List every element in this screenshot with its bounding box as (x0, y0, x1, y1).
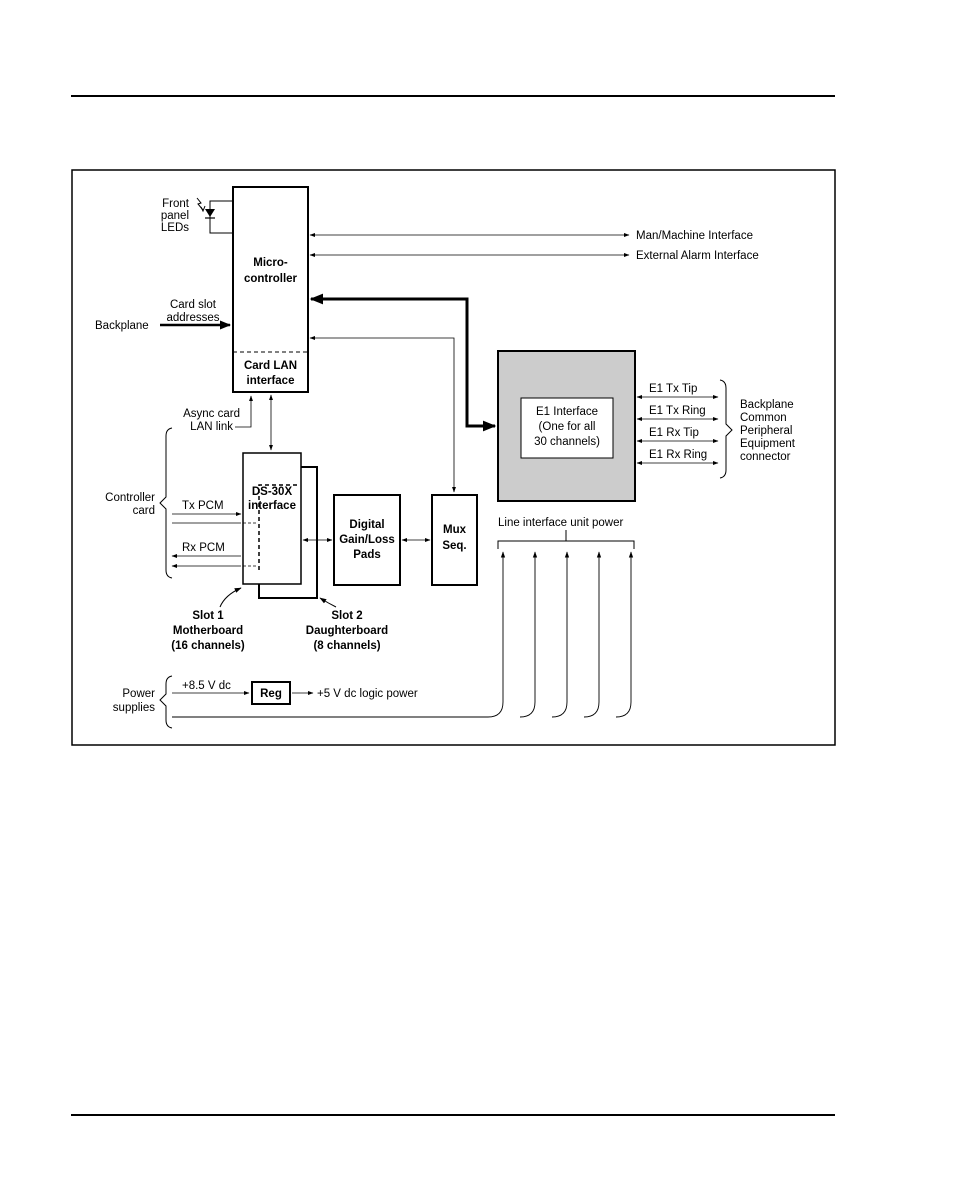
e1-interface-label: E1 Interface (536, 406, 598, 418)
micro-e1-bus (309, 293, 497, 432)
rx-pcm-label: Rx PCM (182, 542, 225, 554)
backplane-connector-label-2: Common (740, 412, 787, 424)
microcontroller-label-2: controller (244, 273, 298, 285)
slot2-label-2: Daughterboard (306, 625, 388, 637)
front-panel-label: Front (162, 198, 190, 210)
slot1-pointer (219, 587, 242, 608)
reg-label: Reg (260, 688, 282, 700)
ds30x-label: DS-30X (252, 486, 293, 498)
micro-mux-link (309, 336, 456, 493)
diagram-frame (71, 169, 836, 746)
v85-label: +8.5 V dc (182, 680, 231, 692)
async-lan-label-2: LAN link (190, 421, 233, 433)
card-lan-label: Card LAN (244, 360, 297, 372)
slot1-label: Slot 1 (192, 610, 224, 622)
front-panel-label-3: LEDs (161, 222, 189, 234)
backplane-connector-label-4: Equipment (740, 438, 796, 450)
microcontroller-label: Micro- (253, 257, 288, 269)
power-supplies-label: Power (122, 688, 155, 700)
slot2-label-3: (8 channels) (313, 640, 380, 652)
line-power-bracket (497, 540, 635, 549)
tx-pcm-label: Tx PCM (182, 500, 224, 512)
backplane-brace (719, 379, 733, 479)
header-rule (71, 95, 835, 97)
ds30x-block (242, 452, 302, 585)
controller-card-label-2: card (133, 505, 155, 517)
led-icon (196, 197, 233, 234)
card-slot-label: Card slot (170, 299, 217, 311)
mux-seq-label: Mux (443, 524, 467, 536)
digital-pads-label: Digital (349, 519, 384, 531)
power-distribution-lines (172, 551, 634, 718)
e1-rx-tip-label: E1 Rx Tip (649, 427, 699, 439)
reg-block (251, 681, 291, 705)
backplane-connector-label-5: connector (740, 451, 791, 463)
async-lan-link (235, 395, 253, 428)
controller-card-label: Controller (105, 492, 155, 504)
backplane-connector-label-3: Peripheral (740, 425, 792, 437)
digital-pads-label-2: Gain/Loss (339, 534, 395, 546)
front-panel-label-2: panel (161, 210, 189, 222)
microcontroller-block (232, 186, 309, 393)
mux-seq-block (431, 494, 478, 586)
power-supplies-label-2: supplies (113, 702, 155, 714)
slot1-label-2: Motherboard (173, 625, 243, 637)
slot1-label-3: (16 channels) (171, 640, 245, 652)
man-machine-label: Man/Machine Interface (636, 230, 753, 242)
e1-interface-block (520, 397, 614, 459)
line-power-label: Line interface unit power (498, 517, 623, 529)
e1-tx-ring-label: E1 Tx Ring (649, 405, 706, 417)
card-lan-label-2: interface (247, 375, 295, 387)
backplane-label: Backplane (95, 320, 149, 332)
mux-seq-label-2: Seq. (442, 540, 466, 552)
e1-rx-ring-label: E1 Rx Ring (649, 449, 707, 461)
backplane-connector-label: Backplane (740, 399, 794, 411)
card-slot-label-2: addresses (166, 312, 219, 324)
digital-pads-block (333, 494, 401, 586)
digital-pads-label-3: Pads (353, 549, 381, 561)
async-lan-label: Async card (183, 408, 240, 420)
power-brace (159, 675, 173, 729)
ds30x-label-2: interface (248, 500, 296, 512)
controller-brace (159, 427, 173, 579)
e1-interface-label-2: (One for all (539, 421, 596, 433)
e1-tx-tip-label: E1 Tx Tip (649, 383, 697, 395)
ext-alarm-label: External Alarm Interface (636, 250, 759, 262)
slot2-pointer (319, 597, 337, 608)
footer-rule (71, 1114, 835, 1116)
slot2-label: Slot 2 (331, 610, 362, 622)
v5-label: +5 V dc logic power (317, 688, 418, 700)
e1-interface-label-3: 30 channels) (534, 436, 600, 448)
slot2-hidden-outline (258, 484, 300, 570)
